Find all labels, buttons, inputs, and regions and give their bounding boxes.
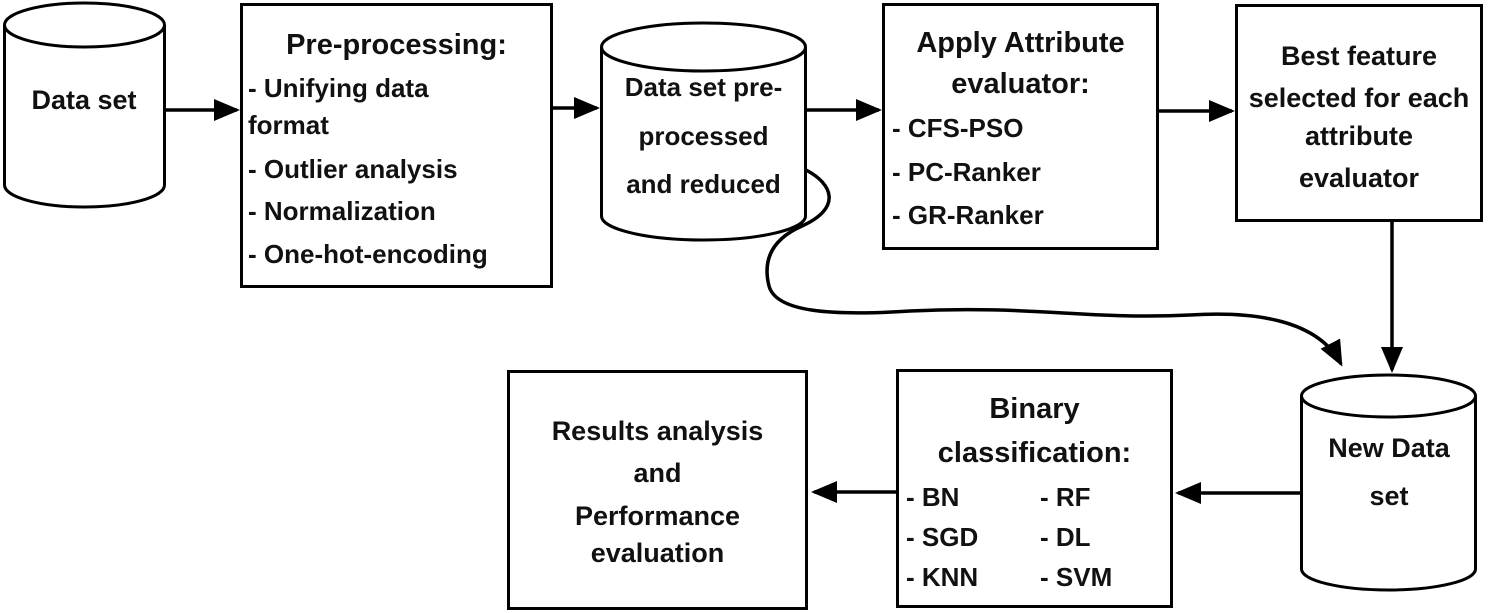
preprocessing-item: - Unifying data: [248, 73, 429, 103]
evaluator-item: - GR-Ranker: [892, 200, 1044, 230]
results-line: Results analysis: [551, 416, 764, 446]
binary-item: - RF: [1040, 482, 1091, 512]
new-dataset-label-line: New Data: [1328, 433, 1450, 463]
binary-item: - SGD: [906, 522, 979, 552]
preprocessed-label-line: and reduced: [626, 169, 781, 199]
preprocessing-title: Pre-processing:: [286, 29, 507, 61]
binary-item: - SVM: [1040, 562, 1113, 592]
evaluator-box: [882, 3, 1159, 250]
best-feature-line: selected for each: [1248, 83, 1470, 113]
results-line: and: [633, 458, 682, 488]
preprocessing-item: format: [248, 110, 329, 140]
preprocessed-label-line: processed: [638, 121, 769, 151]
arrow-preprocessed-to-new-dataset-curved: [765, 168, 1343, 367]
binary-item: - KNN: [906, 562, 979, 592]
preprocessed-cylinder: [600, 21, 807, 242]
binary-item: - DL: [1040, 522, 1091, 552]
evaluator-title-line: Apply Attribute: [916, 27, 1125, 59]
preprocessing-item: - Normalization: [248, 196, 436, 226]
binary-box: [896, 369, 1173, 608]
evaluator-item: - PC-Ranker: [892, 157, 1041, 187]
evaluator-title-line: evaluator:: [951, 68, 1090, 100]
results-box: [507, 370, 808, 610]
results-line: evaluation: [590, 538, 725, 568]
best-feature-line: attribute: [1305, 121, 1413, 151]
binary-title-line: Binary: [989, 393, 1080, 425]
best-feature-line: evaluator: [1298, 163, 1420, 193]
preprocessing-box: [240, 3, 553, 288]
new-dataset-cylinder: [1300, 373, 1477, 592]
results-line: Performance: [574, 501, 741, 531]
preprocessing-item: - Outlier analysis: [248, 154, 458, 184]
binary-item: - BN: [906, 482, 960, 512]
evaluator-item: - CFS-PSO: [892, 113, 1024, 143]
dataset-cylinder: [3, 1, 166, 209]
best-feature-box: [1235, 4, 1483, 222]
new-dataset-label-line: set: [1369, 481, 1409, 511]
best-feature-line: Best feature: [1280, 41, 1438, 71]
preprocessed-label-line: Data set pre-: [624, 72, 783, 102]
binary-title-line: classification:: [937, 437, 1132, 469]
preprocessing-item: - One-hot-encoding: [248, 239, 488, 269]
dataset-label: Data set: [31, 85, 137, 115]
